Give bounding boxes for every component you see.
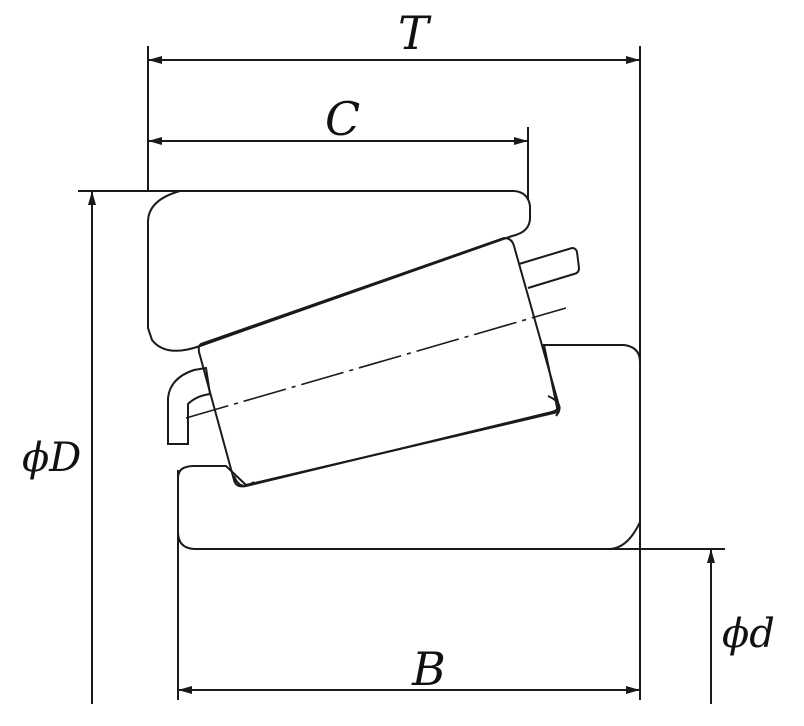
inner-ring bbox=[177, 344, 641, 550]
tapered-roller bbox=[197, 236, 560, 488]
roller-groove-left bbox=[233, 475, 255, 487]
dimension-label-bore-diameter: ϕd bbox=[722, 611, 775, 657]
roller-centerline bbox=[185, 307, 567, 419]
dimension-label-C: C bbox=[325, 92, 361, 146]
dimension-label-outer-diameter: ϕD bbox=[22, 435, 82, 481]
dimension-label-B: B bbox=[412, 642, 446, 696]
roller-groove-right bbox=[547, 395, 561, 417]
outer-ring bbox=[147, 190, 531, 352]
roller-pin bbox=[518, 246, 581, 289]
dimension-label-T: T bbox=[398, 6, 429, 60]
inner-ring-flange bbox=[167, 366, 212, 445]
